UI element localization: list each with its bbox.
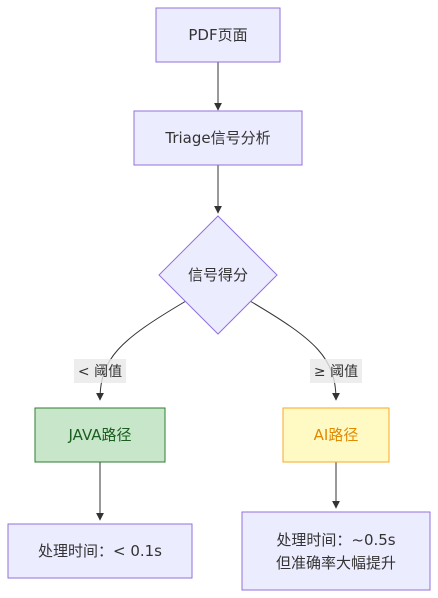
node-pdf-page-box <box>155 7 281 63</box>
node-pdf-page-label: PDF页面 <box>188 26 247 44</box>
node-java-path[interactable]: JAVA路径 <box>34 407 166 463</box>
node-ai-result-line2: 但准确率大幅提升 <box>276 554 396 572</box>
node-ai-path-box <box>282 407 390 463</box>
node-ai-path-label: AI路径 <box>314 426 359 444</box>
edge-label-high: ≥ 阈值 <box>310 359 362 383</box>
node-java-path-box <box>34 407 166 463</box>
node-java-result-label: 处理时间：< 0.1s <box>38 542 162 560</box>
node-java-path-label: JAVA路径 <box>67 426 131 444</box>
node-ai-result-line1: 处理时间：~0.5s <box>276 531 395 549</box>
edge-label-low-text: < 阈值 <box>78 364 122 380</box>
node-ai-result-box <box>241 511 431 591</box>
edge-label-low-bg <box>74 359 126 383</box>
node-java-result[interactable]: 处理时间：< 0.1s <box>7 523 193 579</box>
node-java-result-box <box>7 523 193 579</box>
edge-label-high-bg <box>310 359 362 383</box>
node-signal-score[interactable]: 信号得分 <box>158 215 278 335</box>
node-triage-analysis-box <box>133 110 303 166</box>
edge-score-to-ai <box>249 300 340 401</box>
node-ai-path[interactable]: AI路径 <box>282 407 390 463</box>
node-pdf-page[interactable]: PDF页面 <box>155 7 281 63</box>
node-signal-score-label: 信号得分 <box>188 266 248 284</box>
node-triage-analysis[interactable]: Triage信号分析 <box>133 110 303 166</box>
edge-score-to-java <box>96 300 187 401</box>
edge-label-low: < 阈值 <box>74 359 126 383</box>
edge-label-high-text: ≥ 阈值 <box>314 364 358 380</box>
node-triage-analysis-label: Triage信号分析 <box>164 129 270 147</box>
node-ai-result[interactable]: 处理时间：~0.5s 但准确率大幅提升 <box>241 511 431 591</box>
node-signal-score-diamond <box>158 215 278 335</box>
